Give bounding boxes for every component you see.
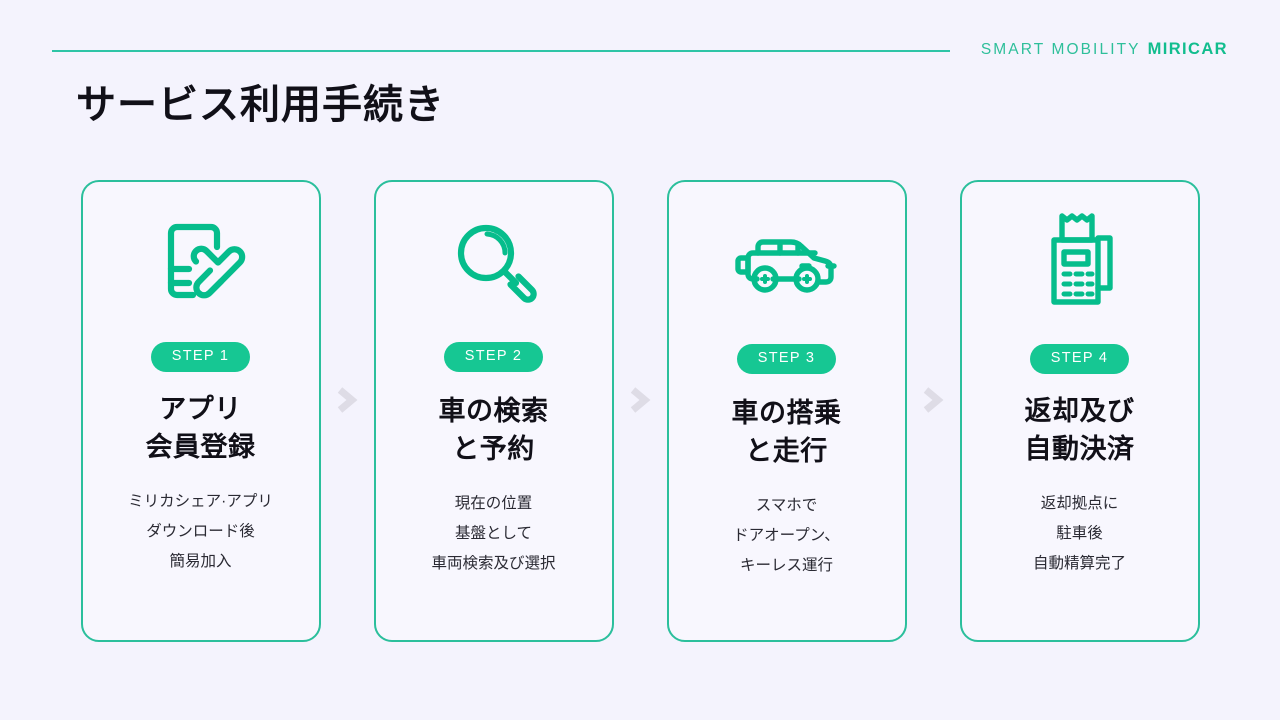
step-title-line: アプリ <box>159 393 242 424</box>
step-desc-line: 基盤として <box>454 525 533 543</box>
step-desc-line: 返却拠点に <box>1040 495 1119 513</box>
step-card-2[interactable]: STEP 2 車の検索 と予約 現在の位置 基盤として 車両検索及び選択 <box>373 180 614 642</box>
page-title: サービス利用手続き <box>76 83 445 127</box>
step-badge-3: STEP 3 <box>736 344 837 374</box>
step-title-line: と走行 <box>745 435 828 466</box>
next-step-arrow-2 <box>614 180 667 642</box>
next-step-arrow-3 <box>907 180 960 642</box>
step-desc-line: 簡易加入 <box>169 552 232 570</box>
step-desc-line: ドアオープン、 <box>733 527 840 545</box>
step-title-2: 車の検索 と予約 <box>439 392 549 469</box>
step-desc-line: 自動精算完了 <box>1032 554 1126 572</box>
step-desc-3: スマホで ドアオープン、 キーレス運行 <box>733 491 840 581</box>
brand-logo: SMART MOBILITY MIRICAR <box>981 40 1228 59</box>
car-icon <box>732 182 842 342</box>
step-title-line: 車の検索 <box>438 395 549 426</box>
next-step-arrow-1 <box>321 180 374 642</box>
brand-secondary-text: MIRICAR <box>1147 40 1228 58</box>
step-desc-line: ミリカシェア·アプリ <box>128 493 273 511</box>
step-title-line: と予約 <box>452 433 535 464</box>
header-rule <box>52 50 950 52</box>
step-title-line: 会員登録 <box>145 431 256 462</box>
step-title-line: 自動決済 <box>1024 433 1135 464</box>
step-title-3: 車の搭乗 と走行 <box>732 394 842 471</box>
pos-terminal-receipt-icon <box>1032 182 1128 342</box>
step-badge-4: STEP 4 <box>1029 344 1130 374</box>
step-desc-4: 返却拠点に 駐車後 自動精算完了 <box>1033 489 1126 579</box>
step-title-1: アプリ 会員登録 <box>146 390 256 467</box>
step-desc-line: キーレス運行 <box>739 556 833 574</box>
step-card-4[interactable]: STEP 4 返却及び 自動決済 返却拠点に 駐車後 自動精算完了 <box>959 180 1200 642</box>
step-desc-1: ミリカシェア·アプリ ダウンロード後 簡易加入 <box>128 487 273 577</box>
phone-tap-icon <box>153 182 249 340</box>
step-title-line: 車の搭乗 <box>731 397 842 428</box>
step-desc-line: ダウンロード後 <box>146 523 255 541</box>
step-title-line: 返却及び <box>1024 395 1135 426</box>
step-badge-1: STEP 1 <box>150 342 251 372</box>
step-desc-line: 駐車後 <box>1056 525 1103 543</box>
step-desc-line: 車両検索及び選択 <box>431 554 556 572</box>
page-header: SMART MOBILITY MIRICAR サービス利用手続き <box>0 0 1280 140</box>
step-desc-line: 現在の位置 <box>454 495 533 513</box>
steps-row: STEP 1 アプリ 会員登録 ミリカシェア·アプリ ダウンロード後 簡易加入 … <box>0 180 1280 642</box>
step-badge-2: STEP 2 <box>443 342 544 372</box>
step-title-4: 返却及び 自動決済 <box>1025 392 1135 469</box>
step-card-1[interactable]: STEP 1 アプリ 会員登録 ミリカシェア·アプリ ダウンロード後 簡易加入 <box>80 180 321 642</box>
brand-primary-text: SMART MOBILITY <box>980 40 1141 58</box>
step-desc-2: 現在の位置 基盤として 車両検索及び選択 <box>431 489 555 579</box>
step-card-3[interactable]: STEP 3 車の搭乗 と走行 スマホで ドアオープン、 キーレス運行 <box>666 180 907 642</box>
magnifier-icon <box>446 182 542 340</box>
step-desc-line: スマホで <box>755 497 818 515</box>
